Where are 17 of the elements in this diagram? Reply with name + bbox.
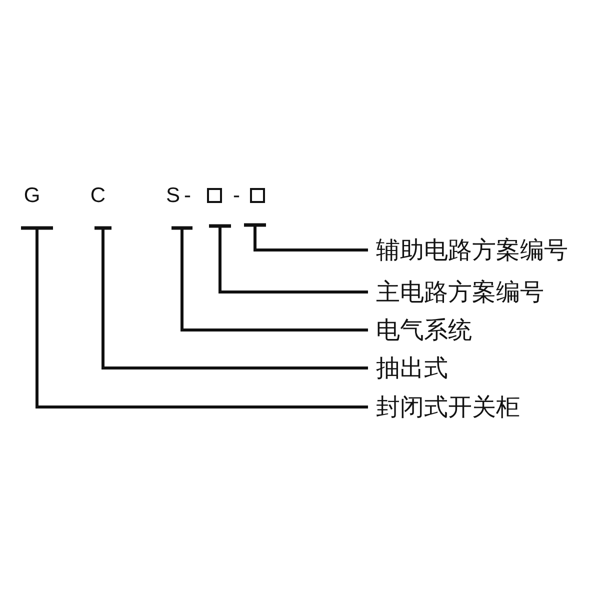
- description-text: 主电路方案编号: [376, 278, 544, 306]
- code-letter: G: [20, 185, 44, 206]
- code-separator: -: [184, 185, 191, 206]
- leader-line: [170, 226, 368, 332]
- leader-line: [207, 224, 368, 294]
- description-text: 抽出式: [376, 354, 448, 382]
- description-text: 封闭式开关柜: [376, 393, 520, 421]
- description-text: 电气系统: [376, 316, 472, 344]
- code-letter: S: [161, 185, 185, 206]
- leader-line: [242, 223, 368, 252]
- leader-line: [19, 226, 368, 408]
- code-separator: -: [233, 185, 240, 206]
- description-text: 辅助电路方案编号: [376, 236, 568, 264]
- placeholder-box: [207, 188, 222, 203]
- placeholder-box: [250, 188, 265, 203]
- code-letter: C: [86, 185, 110, 206]
- leader-line: [92, 226, 368, 370]
